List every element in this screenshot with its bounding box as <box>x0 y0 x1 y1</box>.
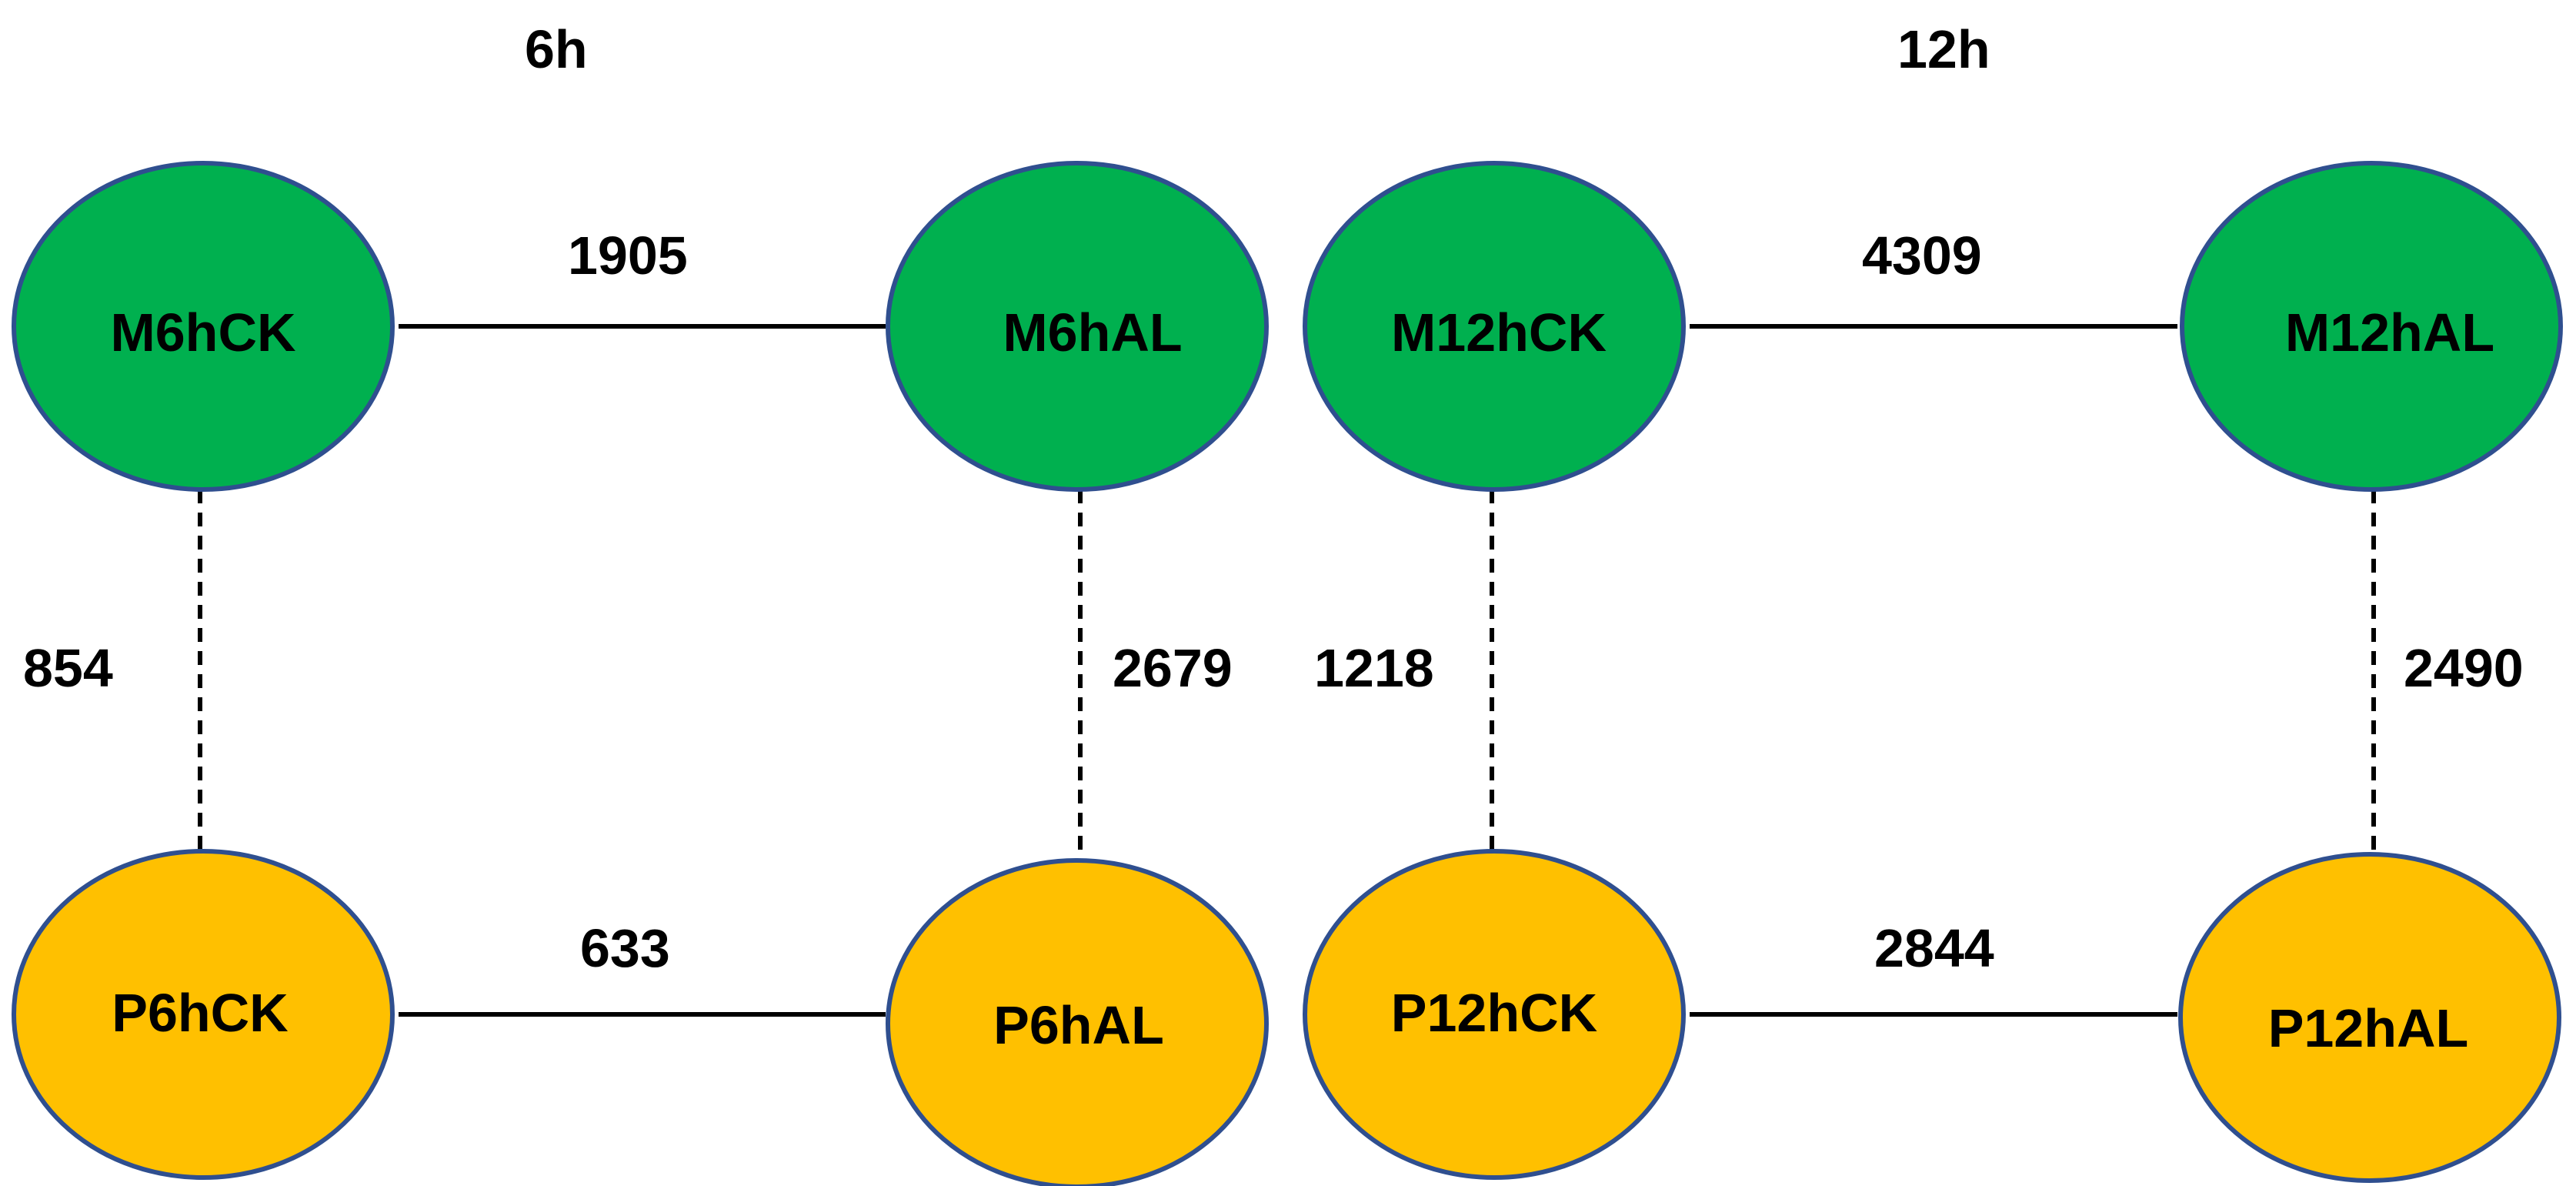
node-label-p12hal: P12hAL <box>2268 998 2469 1058</box>
node-m6hck: M6hCK <box>12 161 395 492</box>
edge-label-m6hck-m6hal: 1905 <box>568 226 688 286</box>
node-label-p12hck: P12hCK <box>1391 983 1597 1043</box>
node-m6hal: M6hAL <box>886 161 1269 492</box>
node-label-m6hal: M6hAL <box>1003 302 1182 362</box>
node-p6hck: P6hCK <box>12 849 395 1180</box>
node-m12hck: M12hCK <box>1303 161 1686 492</box>
edge-label-p6hck-p6hal: 633 <box>580 918 670 978</box>
edge-label-m12hck-p12hck: 1218 <box>1314 638 1434 698</box>
node-label-p6hal: P6hAL <box>993 995 1164 1055</box>
node-label-m12hck: M12hCK <box>1391 302 1607 362</box>
node-p6hal: P6hAL <box>886 858 1269 1186</box>
edge-label-m12hck-m12hal: 4309 <box>1862 226 1982 286</box>
edge-label-m6hal-p6hal: 2679 <box>1113 638 1233 698</box>
edge-label-p12hck-p12hal: 2844 <box>1874 918 1994 978</box>
group-title-12h: 12h <box>1897 19 1990 79</box>
edge-label-m12hal-p12hal: 2490 <box>2404 638 2524 698</box>
edge-label-m6hck-p6hck: 854 <box>23 638 113 698</box>
node-label-p6hck: P6hCK <box>112 983 288 1043</box>
node-p12hal: P12hAL <box>2178 852 2561 1183</box>
node-p12hck: P12hCK <box>1303 849 1686 1180</box>
group-title-6h: 6h <box>525 19 588 79</box>
node-m12hal: M12hAL <box>2180 161 2563 492</box>
node-label-m6hck: M6hCK <box>110 302 295 362</box>
node-label-m12hal: M12hAL <box>2285 302 2494 362</box>
